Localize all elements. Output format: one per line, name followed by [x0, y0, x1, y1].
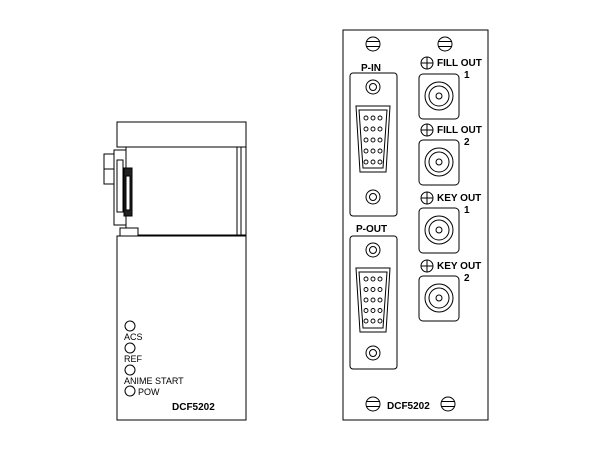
dsub-pin: [377, 297, 383, 303]
key-out-1-label: KEY OUT: [437, 193, 481, 204]
dsub-pin: [370, 115, 376, 121]
dsub-pins: [363, 115, 383, 324]
screw-icon: [437, 36, 453, 52]
dsub-pin: [377, 148, 383, 154]
dsub-pin: [363, 287, 369, 292]
fill-out-2-label: FILL OUT: [437, 125, 482, 136]
led-label-anime-start: ANIME START: [124, 376, 184, 386]
dsub-pin: [363, 297, 369, 303]
card-latch: [103, 149, 133, 226]
led-label-acs: ACS: [124, 332, 143, 342]
dsub-pin: [363, 308, 369, 313]
dsub-pin: [377, 115, 383, 121]
dsub-pin: [370, 318, 376, 324]
screw-icon: [365, 396, 381, 412]
dsub-pin: [370, 287, 376, 292]
screw-icon: [440, 396, 456, 412]
dsub-pin: [363, 137, 369, 143]
led-acs: [124, 320, 136, 332]
key-out-2-label: KEY OUT: [437, 261, 481, 272]
dsub-pin: [370, 276, 376, 282]
fill-out-2-index: 2: [464, 137, 470, 148]
dsub-pin: [370, 137, 376, 143]
dsub-pin: [363, 276, 369, 282]
dsub-pin: [370, 148, 376, 154]
dsub-pin: [370, 159, 376, 165]
front-card-body: [125, 146, 247, 236]
dsub-pin: [370, 126, 376, 132]
p-out-connector: [349, 235, 398, 370]
fill-out-1-bnc: [418, 56, 460, 120]
led-label-pow: POW: [138, 387, 160, 397]
dsub-pin: [377, 276, 383, 282]
dsub-pin: [363, 159, 369, 165]
key-out-2-bnc: [418, 259, 460, 322]
dsub-pin: [363, 126, 369, 132]
front-faceplate: [116, 235, 247, 421]
dsub-pin: [370, 297, 376, 303]
p-out-label: P-OUT: [356, 224, 387, 235]
dsub-pin: [370, 308, 376, 313]
rear-panel: [342, 29, 489, 421]
dsub-pin: [377, 318, 383, 324]
fill-out-1-index: 1: [464, 70, 470, 81]
key-out-1-bnc: [418, 191, 460, 254]
key-out-2-index: 2: [464, 273, 470, 284]
dsub-pin: [377, 287, 383, 292]
p-in-label: P-IN: [361, 63, 381, 74]
dsub-pin: [363, 318, 369, 324]
led-anime-start: [124, 364, 136, 376]
front-model-label: DCF5202: [172, 402, 215, 413]
key-out-1-index: 1: [464, 205, 470, 216]
screw-icon: [365, 36, 381, 52]
led-ref: [124, 342, 136, 354]
dsub-pin: [377, 126, 383, 132]
fill-out-2-bnc: [418, 123, 460, 186]
dsub-pin: [377, 159, 383, 165]
rear-model-label: DCF5202: [387, 401, 430, 412]
fill-out-1-label: FILL OUT: [437, 58, 482, 69]
led-pow: [124, 385, 136, 397]
dsub-pin: [363, 148, 369, 154]
led-label-ref: REF: [124, 354, 143, 364]
dsub-pin: [363, 115, 369, 121]
dsub-pin: [377, 308, 383, 313]
front-module: [103, 121, 247, 421]
p-in-connector: [349, 72, 398, 217]
rear-panel-plate: [342, 29, 489, 421]
front-top-cap: [116, 121, 247, 148]
dsub-pin: [377, 137, 383, 143]
